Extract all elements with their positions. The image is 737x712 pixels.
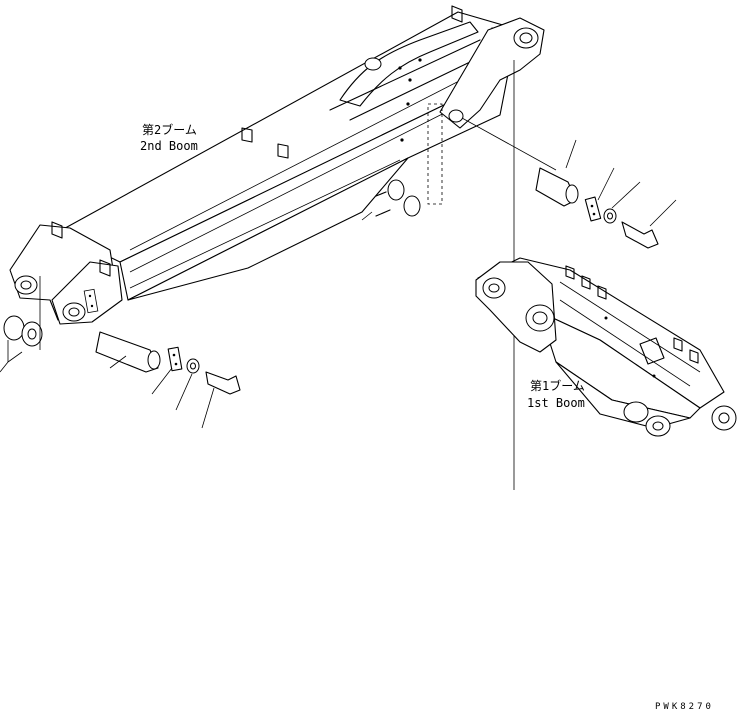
- drawing-code: PWK8270: [655, 702, 714, 712]
- second-boom: [9, 5, 545, 325]
- first-boom-label-en: 1st Boom: [527, 396, 585, 410]
- first-boom-label-jp: 第1ブーム: [530, 378, 585, 393]
- pin-assembly-left: [0, 276, 241, 429]
- pin-assembly-right: [535, 139, 677, 249]
- second-boom-label-jp: 第2ブーム: [142, 122, 197, 137]
- leader-line: [461, 117, 557, 171]
- second-boom-label-en: 2nd Boom: [140, 139, 198, 153]
- first-boom: [475, 257, 737, 437]
